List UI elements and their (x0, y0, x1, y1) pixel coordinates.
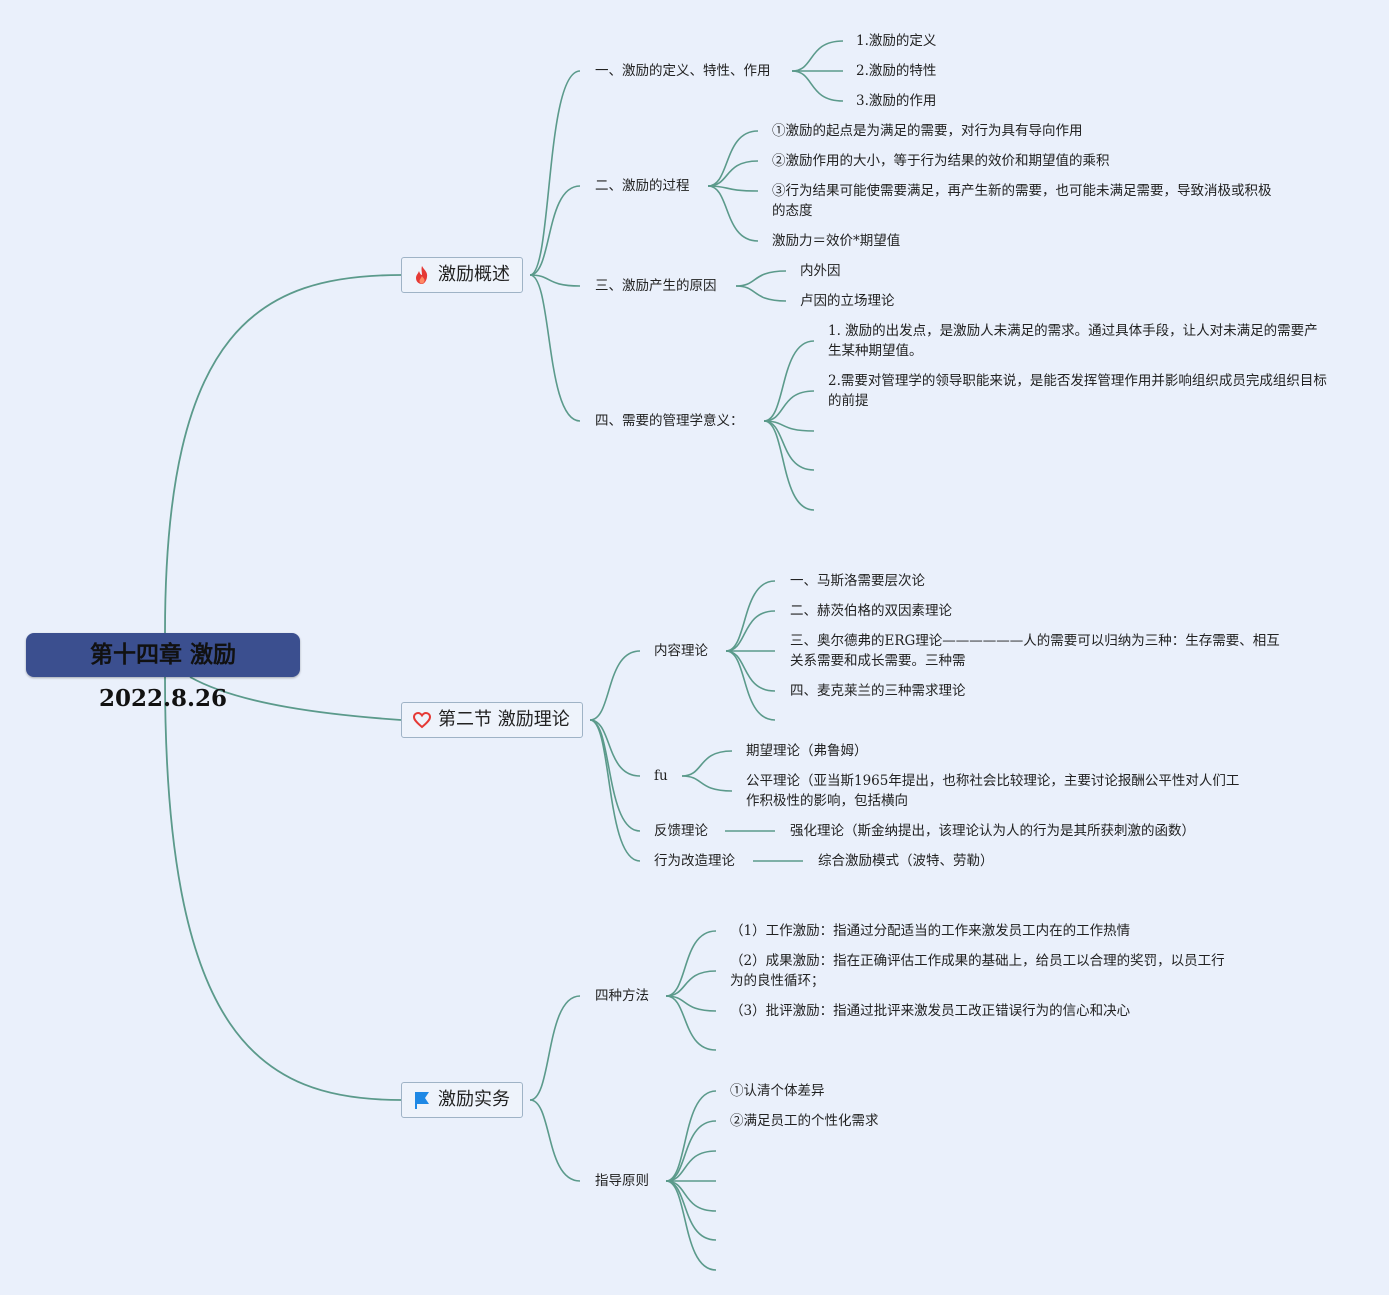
branch-to-leaf (707, 130, 759, 187)
section-motivation-theory[interactable]: 第二节 激励理论 (401, 702, 583, 738)
branch-four-methods[interactable]: 四种方法 (595, 988, 649, 1004)
branch-to-leaf (725, 650, 776, 692)
leaf-item[interactable]: 激励力＝效价*期望值 (772, 233, 901, 249)
branch-fu[interactable]: fu (654, 768, 668, 784)
branch-to-leaf (725, 580, 776, 652)
leaf-item[interactable]: 内外因 (800, 263, 841, 279)
leaf-item[interactable]: ②满足员工的个性化需求 (730, 1113, 879, 1129)
leaf-item[interactable]: ②激励作用的大小，等于行为结果的效价和期望值的乘积 (772, 153, 1110, 169)
section-to-branch (529, 70, 581, 276)
root-to-practice (164, 676, 402, 1101)
section-to-branch (529, 185, 581, 276)
fire-icon (416, 266, 428, 284)
branch-feedback-theory[interactable]: 反馈理论 (654, 823, 708, 839)
branch-to-leaf (665, 930, 717, 997)
section-to-branch (529, 274, 581, 422)
leaf-item[interactable]: 二、赫茨伯格的双因素理论 (790, 603, 952, 619)
branch-to-leaf (665, 1090, 717, 1182)
section-to-branch (589, 650, 641, 721)
branch-behavior-modification[interactable]: 行为改造理论 (654, 853, 735, 869)
branch-to-leaf (707, 160, 759, 187)
branch-to-leaf (665, 1120, 717, 1182)
branch-guiding-principles[interactable]: 指导原则 (595, 1173, 649, 1189)
leaf-item[interactable]: ③行为结果可能使需要满足，再产生新的需要，也可能未满足需要，导致消极或积极的态度 (772, 183, 1272, 219)
leaf-item[interactable]: 三、奥尔德弗的ERG理论——————人的需要可以归纳为三种：生存需要、相互关系需… (790, 633, 1280, 669)
leaf-item[interactable]: ①激励的起点是为满足的需要，对行为具有导向作用 (772, 123, 1083, 139)
section-to-branch (589, 719, 641, 777)
flag-icon (415, 1092, 429, 1109)
branch-to-leaf (791, 40, 844, 72)
leaf-item[interactable]: 一、马斯洛需要层次论 (790, 573, 925, 589)
branch-to-leaf (763, 420, 815, 471)
section-to-branch (529, 274, 581, 287)
section-to-branch (589, 719, 641, 862)
leaf-item[interactable]: 强化理论（斯金纳提出，该理论认为人的行为是其所获刺激的函数） (790, 823, 1195, 839)
root-topic[interactable]: 第十四章 激励2022.8.26 (26, 633, 300, 712)
leaf-item[interactable]: 公平理论（亚当斯1965年提出，也称社会比较理论，主要讨论报酬公平性对人们工作积… (746, 773, 1240, 809)
branch-to-leaf (665, 995, 717, 1051)
leaf-item[interactable]: 2.激励的特性 (856, 63, 937, 79)
branch-to-leaf (763, 390, 815, 422)
leaf-item[interactable]: （1）工作激励：指通过分配适当的工作来激发员工内在的工作热情 (730, 923, 1131, 939)
branch-to-leaf (707, 185, 759, 242)
branch-management-meaning[interactable]: 四、需要的管理学意义： (595, 413, 744, 429)
root-to-theory (189, 676, 402, 721)
branch-process[interactable]: 二、激励的过程 (595, 178, 690, 194)
section-label: 激励概述 (438, 264, 510, 285)
section-motivation-practice[interactable]: 激励实务 (401, 1082, 523, 1118)
branch-to-leaf (681, 750, 733, 777)
branch-to-leaf (707, 185, 759, 192)
root-to-overview (164, 274, 402, 634)
branch-to-leaf (665, 1150, 717, 1182)
branch-to-leaf (763, 340, 815, 422)
branch-to-leaf (725, 650, 776, 721)
leaf-item[interactable]: 3.激励的作用 (856, 93, 937, 109)
branch-to-leaf (681, 775, 733, 792)
leaf-item[interactable]: ①认清个体差异 (730, 1083, 825, 1099)
leaf-item[interactable]: 1. 激励的出发点，是激励人未满足的需求。通过具体手段，让人对未满足的需要产生某… (828, 323, 1318, 359)
branch-to-leaf (735, 270, 787, 287)
branch-to-leaf (791, 70, 844, 102)
branch-to-leaf (763, 420, 815, 511)
section-to-branch (529, 1099, 581, 1182)
branch-content-theory[interactable]: 内容理论 (654, 643, 708, 659)
branch-to-leaf (735, 285, 787, 302)
branch-definition[interactable]: 一、激励的定义、特性、作用 (595, 63, 771, 79)
leaf-item[interactable]: （3）批评激励：指通过批评来激发员工改正错误行为的信心和决心 (730, 1003, 1131, 1019)
leaf-item[interactable]: 1.激励的定义 (856, 33, 937, 49)
leaf-item[interactable]: （2）成果激励：指在正确评估工作成果的基础上，给员工以合理的奖罚，以员工行为的良… (730, 953, 1225, 989)
leaf-item[interactable]: 2.需要对管理学的领导职能来说，是能否发挥管理作用并影响组织成员完成组织目标的前… (828, 373, 1327, 409)
leaf-item[interactable]: 综合激励模式（波特、劳勒） (818, 853, 994, 869)
section-to-branch (529, 995, 581, 1101)
leaf-item[interactable]: 卢因的立场理论 (800, 293, 895, 309)
section-label: 第二节 激励理论 (438, 709, 570, 730)
leaf-item[interactable]: 四、麦克莱兰的三种需求理论 (790, 683, 966, 699)
section-label: 激励实务 (438, 1089, 510, 1110)
branch-to-leaf (665, 1180, 717, 1271)
branch-to-leaf (725, 610, 776, 652)
branch-causes[interactable]: 三、激励产生的原因 (595, 278, 717, 294)
heart-icon (412, 711, 432, 729)
section-motivation-overview[interactable]: 激励概述 (401, 257, 523, 293)
branch-to-leaf (665, 970, 717, 997)
leaf-item[interactable]: 期望理论（弗鲁姆） (746, 743, 868, 759)
